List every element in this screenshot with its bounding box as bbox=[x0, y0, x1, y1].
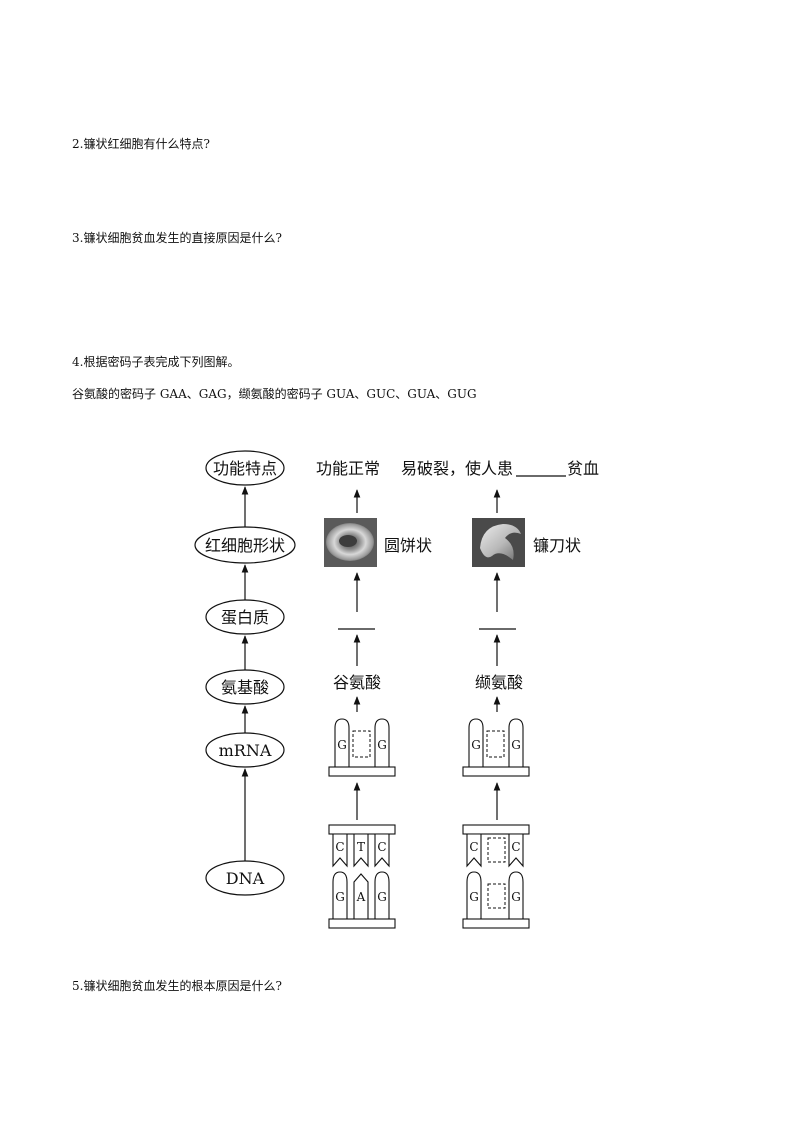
sickle-dna-bottom-base-1: G bbox=[469, 890, 479, 904]
sickle-dna-bottom-base-3: G bbox=[511, 890, 521, 904]
node-dna: DNA bbox=[205, 860, 285, 896]
svg-text:蛋白质: 蛋白质 bbox=[221, 608, 269, 627]
svg-text:氨基酸: 氨基酸 bbox=[221, 678, 269, 697]
normal-dna-bottom-base-1: G bbox=[335, 890, 345, 904]
sickle-rbc-image bbox=[472, 518, 525, 567]
sickle-dna-strands: C C G G bbox=[462, 824, 530, 929]
node-mrna: mRNA bbox=[205, 732, 285, 768]
question-2: 2.镰状红细胞有什么特点? bbox=[72, 137, 210, 151]
normal-shape-text: 圆饼状 bbox=[384, 536, 432, 555]
sickle-amino-acid-text: 缬氨酸 bbox=[475, 673, 523, 692]
normal-mrna-strand: G G bbox=[328, 718, 396, 777]
codon-note: 谷氨酸的密码子 GAA、GAG，缬氨酸的密码子 GUA、GUC、GUA、GUG bbox=[72, 387, 477, 401]
normal-dna-bottom-base-2: A bbox=[356, 890, 366, 904]
sickle-dna-top-base-1: C bbox=[469, 840, 478, 854]
sickle-mrna-strand: G G bbox=[462, 718, 530, 777]
normal-mrna-base-3: G bbox=[377, 738, 387, 752]
sickle-function-prefix: 易破裂，使人患 bbox=[401, 459, 513, 478]
node-cell-shape: 红细胞形状 bbox=[194, 526, 296, 564]
sickle-shape-text: 镰刀状 bbox=[533, 536, 581, 555]
node-protein: 蛋白质 bbox=[205, 599, 285, 635]
normal-function-text: 功能正常 bbox=[316, 459, 380, 478]
sickle-mrna-base-1: G bbox=[471, 738, 481, 752]
svg-text:DNA: DNA bbox=[226, 869, 265, 888]
node-function: 功能特点 bbox=[205, 450, 285, 486]
svg-text:红细胞形状: 红细胞形状 bbox=[205, 536, 285, 555]
sickle-mrna-base-3: G bbox=[511, 738, 521, 752]
question-5: 5.镰状细胞贫血发生的根本原因是什么? bbox=[72, 979, 282, 993]
question-4: 4.根据密码子表完成下列图解。 bbox=[72, 355, 240, 369]
sickle-function-suffix: 贫血 bbox=[567, 459, 599, 478]
normal-mrna-base-1: G bbox=[337, 738, 347, 752]
normal-dna-strands: C T C G A G bbox=[328, 824, 396, 929]
sickle-dna-top-base-3: C bbox=[511, 840, 520, 854]
normal-amino-acid-text: 谷氨酸 bbox=[333, 673, 381, 692]
normal-dna-bottom-base-3: G bbox=[377, 890, 387, 904]
normal-dna-top-base-2: T bbox=[357, 840, 365, 854]
svg-text:功能特点: 功能特点 bbox=[213, 459, 277, 478]
node-amino-acid: 氨基酸 bbox=[205, 669, 285, 705]
normal-rbc-image bbox=[324, 518, 377, 567]
normal-dna-top-base-3: C bbox=[377, 840, 386, 854]
question-3: 3.镰状细胞贫血发生的直接原因是什么? bbox=[72, 231, 282, 245]
normal-dna-top-base-1: C bbox=[335, 840, 344, 854]
svg-text:mRNA: mRNA bbox=[219, 741, 272, 760]
